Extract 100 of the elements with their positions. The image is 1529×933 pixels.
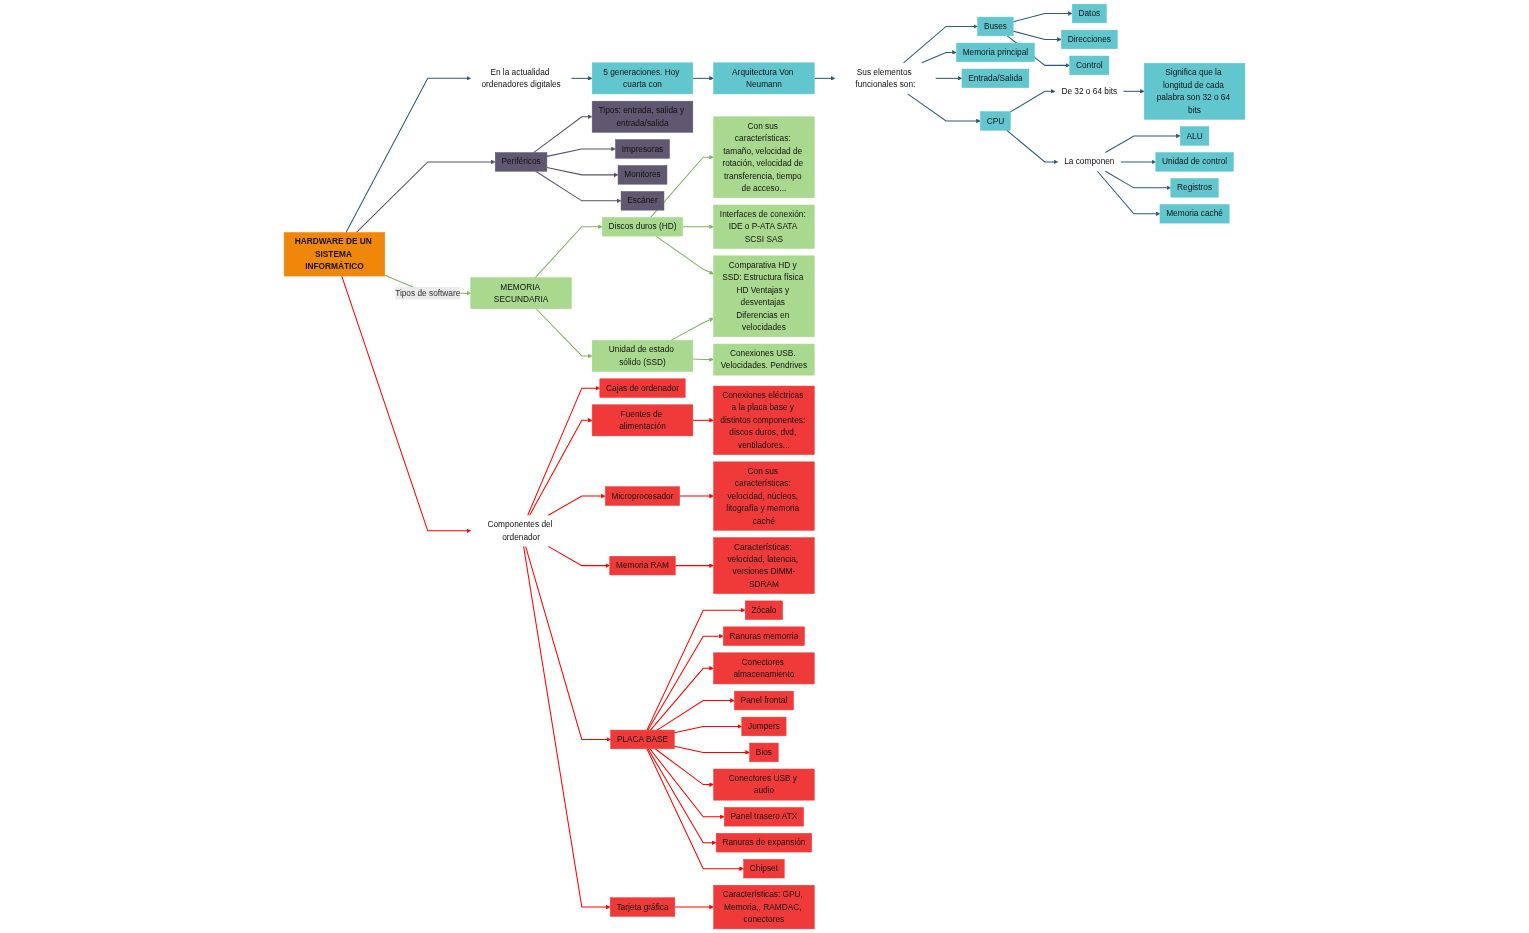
node-box: Conectores almacenamiento: [713, 652, 815, 685]
arrow: [692, 76, 714, 81]
node-text: La componen: [1064, 157, 1115, 167]
arrow: [1120, 159, 1156, 165]
node-box: Discos duros (HD): [602, 217, 683, 237]
arrow: [674, 563, 714, 568]
arrow: [1104, 133, 1181, 154]
node-box: Comparativa HD y SSD: Estructura física HD Ventajas y desventajas Diferencias en velocidades: [713, 255, 815, 338]
arrow: [682, 224, 714, 230]
node-box: Microprocesador: [605, 486, 680, 506]
arrow: [546, 166, 619, 178]
node-box: Panel frontal: [734, 690, 794, 711]
node-text: De 32 o 64 bits: [1061, 86, 1118, 96]
node-box: Datos: [1072, 3, 1107, 24]
node-box: Tarjeta gráfica: [609, 897, 676, 917]
arrow: [525, 545, 611, 742]
arrow: [646, 748, 744, 871]
arrow: [654, 748, 714, 787]
arrow: [921, 50, 957, 64]
arrow: [345, 76, 471, 233]
arrow: [1096, 170, 1161, 217]
node-box: PLACA BASE: [610, 729, 675, 750]
node-box: Cajas de ordenador: [599, 378, 686, 398]
node-box: Ranuras memorria: [723, 626, 805, 646]
arrow: [650, 154, 714, 218]
arrow: [534, 224, 603, 279]
arrow: [1009, 89, 1056, 113]
arrow: [679, 493, 714, 499]
arrow: [649, 666, 714, 731]
arrow: [903, 24, 978, 64]
arrow: [935, 76, 963, 81]
arrow: [547, 493, 606, 516]
arrow: [1012, 11, 1073, 23]
arrow: [570, 76, 593, 81]
node-box: Monitores: [617, 165, 668, 185]
node-box: Control: [1069, 55, 1110, 75]
node-box: Chipset: [743, 859, 785, 879]
arrow: [692, 357, 714, 362]
arrow: [647, 633, 724, 731]
node-box: Escáner: [620, 191, 665, 211]
node-box: Conectores USB y audio: [713, 768, 815, 801]
edge-label: Tipos de software: [395, 288, 461, 298]
arrow: [1104, 170, 1171, 191]
arrow: [649, 748, 725, 820]
arrow: [647, 748, 717, 845]
arrow: [692, 418, 714, 423]
arrow: [533, 114, 593, 154]
node-box: Fuentes de alimentación: [591, 404, 694, 437]
arrow: [646, 607, 746, 731]
arrow: [527, 385, 600, 516]
node-box: Características: velocidad, latencia, versiones DIMM-SDRAM: [713, 537, 815, 594]
arrow: [673, 724, 742, 734]
node-box: Conexiones eléctricas a la placa base y distintos componentes: discos duros, dvd, ventiladores...: [713, 385, 815, 455]
node-box: MEMORIA SECUNDARIA: [470, 277, 572, 309]
node-box: Significa que la longitud de cada palabra son 32 o 64 bits: [1143, 63, 1246, 120]
node-box: Conexiones USB. Velocidades. Pendrives: [713, 343, 815, 376]
node-text: En la actualidad ordenadores digitales: [481, 67, 561, 89]
node-box: Buses: [977, 16, 1014, 37]
node-box: Registros: [1170, 178, 1219, 198]
node-box: 5 generaciones. Hoy cuarta con: [591, 62, 694, 95]
arrow: [535, 308, 593, 359]
node-box: Zócalo: [745, 600, 783, 620]
arrow: [673, 745, 750, 755]
node-box: Panel trasero ATX: [724, 807, 804, 827]
arrow: [670, 317, 714, 341]
node-box: HARDWARE DE UN SISTEMA INFORMÁTICO: [283, 232, 386, 277]
arrow: [907, 93, 981, 124]
node-box: Arquitectura Von Neumann: [713, 62, 815, 95]
node-box: Memoria RAM: [609, 556, 676, 576]
arrow: [535, 170, 622, 204]
arrow: [674, 904, 714, 910]
node-box: Periféricos: [495, 152, 548, 172]
node-text: Sus elementos funcionales son:: [855, 67, 916, 89]
arrow: [656, 698, 735, 731]
arrow: [547, 545, 610, 568]
node-box: Entrada/Salida: [961, 68, 1030, 88]
node-box: Tipos: entrada, salida y entrada/salida: [591, 100, 694, 133]
arrow: [813, 76, 836, 81]
arrow: [655, 235, 714, 275]
arrow: [529, 418, 593, 516]
arrow: [1006, 129, 1059, 165]
node-box: Memoria principal: [956, 42, 1035, 62]
arrow: [546, 146, 616, 157]
node-box: ALU: [1180, 126, 1210, 146]
arrow: [523, 545, 611, 910]
node-box: Impresoras: [615, 139, 670, 159]
node-box: Jumpers: [741, 716, 787, 737]
node-box: Unidad de control: [1155, 152, 1234, 172]
node-box: Direcciones: [1061, 29, 1118, 50]
node-box: Bios: [749, 742, 779, 762]
arrow: [1012, 30, 1062, 42]
node-box: Con sus características: tamaño, velocidad de rotación, velocidad de transferencia, tiempo de acceso...: [713, 116, 815, 198]
node-box: Características: GPU, Memoria,, RAMDAC, conectores: [713, 885, 815, 930]
node-text: Componentes del ordenador: [487, 519, 553, 542]
node-box: Ranuras de expansión: [715, 833, 812, 853]
arrow: [355, 159, 496, 233]
arrow: [1122, 89, 1145, 94]
node-box: Con sus características: velocidad, núcleos, litografía y memoria caché: [713, 461, 815, 531]
node-box: CPU: [980, 111, 1011, 131]
node-box: Memoria caché: [1159, 204, 1230, 224]
